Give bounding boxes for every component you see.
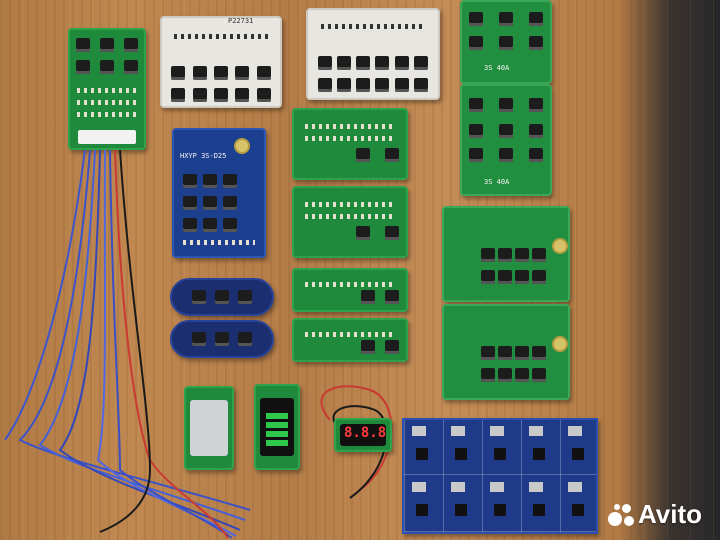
bms-board-with-harness <box>68 28 146 150</box>
avito-brand-text: Avito <box>637 499 702 529</box>
green-bms-small-1 <box>292 268 408 312</box>
avito-logo-icon <box>607 502 634 528</box>
tall-board-a-label: 3S 40A <box>484 64 510 72</box>
tall-board-b-label: 3S 40A <box>484 178 510 186</box>
blue-board-label: HXYP 3S-D25 <box>180 152 227 160</box>
battery-indicator-1 <box>184 386 234 470</box>
white-board-label: P22731 <box>228 17 254 25</box>
charger-module-grid <box>402 418 598 534</box>
blue-bms-board: HXYP 3S-D25 <box>172 128 266 258</box>
round-bms-board-2 <box>170 320 274 358</box>
battery-indicator-2 <box>254 384 300 470</box>
voltmeter-readout: 8.8.8 <box>344 425 387 441</box>
tall-green-bms-b: 3S 40A <box>460 84 552 196</box>
digital-voltmeter: 8.8.8 <box>334 418 392 452</box>
voltmeter-wires <box>320 385 393 499</box>
large-bms-board-2 <box>442 304 570 400</box>
tall-green-bms-a: 3S 40A <box>460 0 552 84</box>
white-bms-board-right <box>306 8 440 100</box>
large-bms-board-1 <box>442 206 570 302</box>
green-bms-middle-2 <box>292 186 408 258</box>
avito-watermark: Avito <box>607 499 702 530</box>
round-bms-board-1 <box>170 278 274 316</box>
white-bms-board-left: P22731 <box>160 16 282 108</box>
wire-harness <box>4 149 251 539</box>
green-bms-small-2 <box>292 318 408 362</box>
green-bms-middle-1 <box>292 108 408 180</box>
